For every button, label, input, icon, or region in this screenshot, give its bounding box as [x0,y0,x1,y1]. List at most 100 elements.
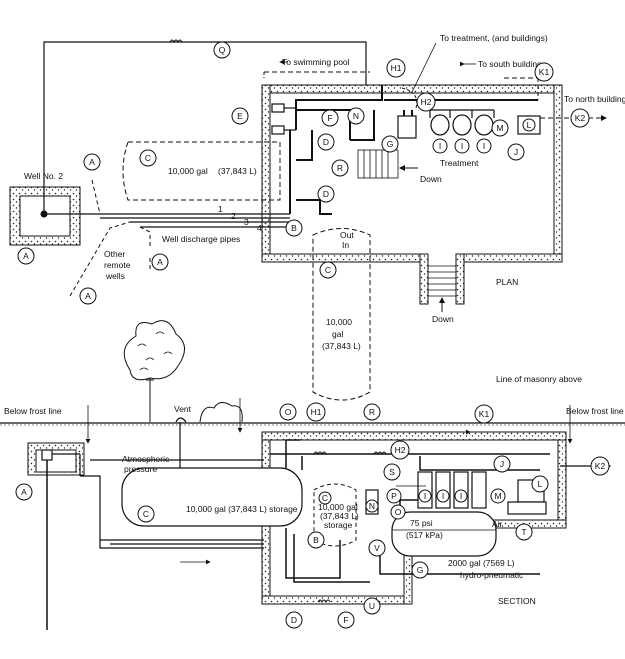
callout-A-section: A [15,483,33,501]
svg-text:B: B [313,535,319,545]
callout-M-section: M [490,488,506,504]
discharge-label: Well discharge pipes [162,234,240,244]
callout-K2-section: K2 [590,456,610,476]
svg-text:Q: Q [219,45,226,55]
svg-text:I: I [442,491,444,501]
well-label: Well No. 2 [24,171,63,181]
callout-D-plan-2: D [317,185,335,203]
svg-text:N: N [353,111,359,121]
hydro-2: hydro-pneumatic [460,570,524,580]
callout-I-s1: I [418,489,432,503]
svg-text:O: O [395,507,402,517]
callout-V: V [368,539,386,557]
pipe-2: 2 [231,211,236,221]
tank-top-label: 10,000 gal [168,166,208,176]
svg-text:I: I [424,491,426,501]
callout-A-2: A [151,253,169,271]
svg-text:I: I [461,141,463,151]
treatment-label: Treatment [440,158,479,168]
callout-A-1: A [83,153,101,171]
svg-text:G: G [417,565,424,575]
svg-text:M: M [496,123,503,133]
svg-text:A: A [21,487,27,497]
svg-text:H1: H1 [311,407,322,417]
svg-text:O: O [285,407,292,417]
callout-O-1: O [279,403,297,421]
callout-F-plan: F [321,109,339,127]
svg-text:J: J [514,147,518,157]
section-view [0,320,625,630]
svg-text:C: C [143,509,149,519]
below-frost-left: Below frost line [4,406,62,416]
callout-C-section: C [137,505,155,523]
callout-M-plan: M [491,119,509,137]
svg-text:B: B [291,223,297,233]
callouts: A A A A Q C C E F D D N R B G H1 H2 I I … [15,41,610,629]
svg-text:P: P [391,491,397,501]
psi-1: 75 psi [410,518,433,528]
in-label: In [342,240,349,250]
svg-text:K1: K1 [539,67,550,77]
svg-text:N: N [369,501,375,511]
callout-R-section: R [363,403,381,421]
svg-text:M: M [494,491,501,501]
callout-T: T [515,523,533,541]
tank-v-3: (37,843 L) [322,341,361,351]
callout-J-plan: J [507,143,525,161]
svg-text:I: I [483,141,485,151]
svg-text:K2: K2 [575,113,586,123]
svg-text:H2: H2 [421,97,432,107]
svg-text:F: F [343,615,348,625]
plan-title: PLAN [496,277,518,287]
callout-L-section: L [531,475,549,493]
svg-text:C: C [145,153,151,163]
svg-text:J: J [500,459,504,469]
svg-text:A: A [89,157,95,167]
to-south: To south buildings [478,59,546,69]
svg-text:I: I [439,141,441,151]
callout-P: P [386,488,402,504]
svg-text:U: U [369,601,375,611]
callout-C-small: C [318,491,332,505]
section-title: SECTION [498,596,536,606]
callout-H2-section: H2 [390,440,410,460]
svg-text:I: I [460,491,462,501]
callout-N-section: N [365,499,379,513]
svg-text:V: V [374,543,380,553]
psi-2: (517 kPa) [406,530,443,540]
callout-U: U [363,597,381,615]
to-treatment: To treatment, (and buildings) [440,33,548,43]
svg-text:A: A [23,251,29,261]
other-wells-1: Other [104,249,125,259]
svg-text:F: F [327,113,332,123]
pipe-1: 1 [218,204,223,214]
callout-Q: Q [213,41,231,59]
callout-A-well: A [17,247,35,265]
callout-C-plan: C [139,149,157,167]
other-wells-2: remote [104,260,131,270]
callout-S: S [383,463,401,481]
callout-N-plan: N [347,107,365,125]
masonry-label: Line of masonry above [496,374,582,384]
other-wells-3: wells [105,271,125,281]
svg-text:D: D [323,189,329,199]
svg-text:H2: H2 [395,445,406,455]
callout-K2-plan: K2 [570,108,590,128]
to-north: To north buildings [564,94,625,104]
svg-text:L: L [527,120,532,130]
air-label: Air [492,519,503,529]
svg-text:A: A [157,257,163,267]
callout-I-s3: I [454,489,468,503]
callout-J-section: J [493,455,511,473]
callout-H1-section: H1 [306,402,326,422]
callout-I-2: I [454,138,470,154]
svg-text:E: E [237,111,243,121]
c-small-1: 10,000 gal [318,502,358,512]
svg-text:K1: K1 [479,409,490,419]
svg-text:D: D [291,615,297,625]
callout-G-section: G [411,561,429,579]
callout-G-plan: G [381,135,399,153]
svg-text:H1: H1 [391,63,402,73]
tank-v-1: 10,000 [326,317,352,327]
